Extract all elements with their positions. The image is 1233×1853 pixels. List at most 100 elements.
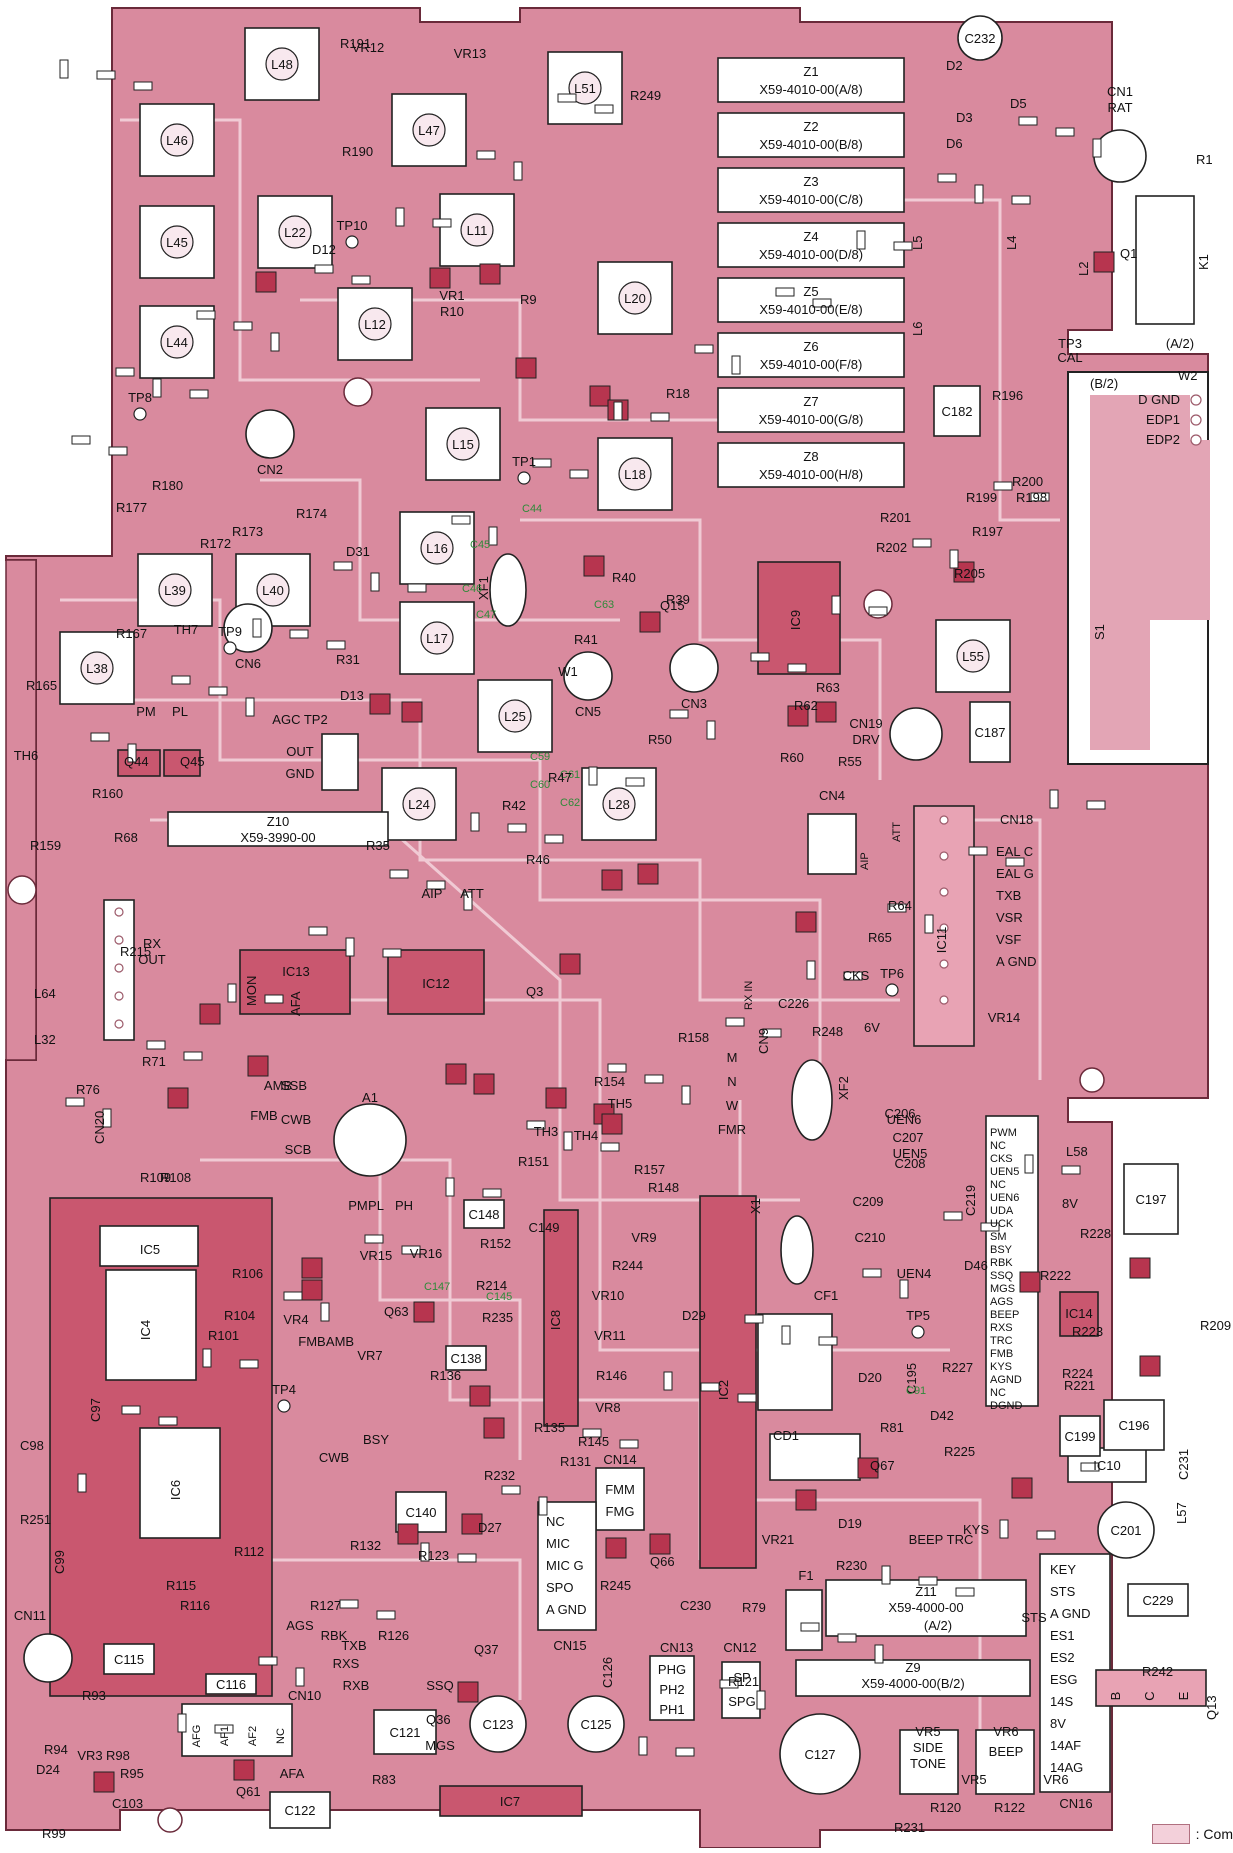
cap-label: C197 bbox=[1135, 1192, 1166, 1207]
smd-passive bbox=[600, 1142, 620, 1152]
cks-label: CKS bbox=[843, 968, 870, 983]
pin-column-label: CKS bbox=[990, 1153, 1013, 1165]
smd-passive bbox=[1092, 138, 1102, 158]
inductor-label: L39 bbox=[164, 583, 186, 598]
misc-silk-label: RXS bbox=[333, 1656, 360, 1671]
smd-component bbox=[1093, 251, 1115, 273]
smd-passive bbox=[420, 1542, 430, 1562]
smd-component bbox=[167, 1087, 189, 1109]
ic8-chip bbox=[543, 1209, 579, 1427]
resistor-label: R64 bbox=[888, 898, 912, 913]
inductor-label: L25 bbox=[504, 709, 526, 724]
smd-passive bbox=[557, 93, 577, 103]
rx-out-label: OUT bbox=[138, 952, 166, 967]
vr6-label: VR6 bbox=[993, 1724, 1018, 1739]
smd-passive bbox=[177, 1713, 187, 1733]
misc-silk-label: CWB bbox=[319, 1450, 349, 1465]
legend: : Com bbox=[1151, 1824, 1233, 1844]
misc-silk-label: FMB bbox=[298, 1334, 325, 1349]
smd-passive bbox=[544, 834, 564, 844]
cn1-name: RAT bbox=[1107, 100, 1132, 115]
pin-column-label: AGND bbox=[990, 1374, 1022, 1386]
smd-passive bbox=[974, 184, 984, 204]
smd-passive bbox=[899, 1279, 909, 1299]
filter-part: X59-4010-00(C/8) bbox=[759, 192, 863, 207]
smd-passive bbox=[812, 298, 832, 308]
smd-passive bbox=[401, 1245, 421, 1255]
inductor-core bbox=[956, 639, 990, 673]
vr-label: VR4 bbox=[283, 1312, 308, 1327]
electrolytic-cap bbox=[779, 1713, 861, 1795]
cn11-label: CN11 bbox=[14, 1608, 46, 1623]
smd-passive bbox=[800, 1622, 820, 1632]
cn12-label: CN12 bbox=[723, 1640, 756, 1655]
smd-passive bbox=[806, 960, 816, 980]
pin-column-label: RXS bbox=[990, 1322, 1013, 1334]
transistor-label: Q66 bbox=[650, 1554, 675, 1569]
cap-label: C148 bbox=[468, 1207, 499, 1222]
cap-label: C229 bbox=[1142, 1593, 1173, 1608]
resistor-label: R71 bbox=[142, 1054, 166, 1069]
smd-component bbox=[199, 1003, 221, 1025]
smd-passive bbox=[650, 412, 670, 422]
smd-passive bbox=[289, 629, 309, 639]
inductor-label: L64 bbox=[34, 986, 56, 1001]
pin-column-label: NC bbox=[990, 1179, 1006, 1191]
rx-in-label: RX IN bbox=[743, 981, 755, 1010]
smd-passive bbox=[1086, 800, 1106, 810]
rx-out-pad bbox=[114, 935, 124, 945]
smd-passive bbox=[980, 1222, 1000, 1232]
smd-passive bbox=[158, 1416, 178, 1426]
cd1-discriminator bbox=[769, 1433, 861, 1481]
smd-passive bbox=[856, 230, 866, 250]
test-point bbox=[517, 471, 531, 485]
w2-pin-label: D GND bbox=[1138, 392, 1180, 407]
smd-passive bbox=[488, 526, 498, 546]
rx-out-pad bbox=[114, 1019, 124, 1029]
smd-component bbox=[369, 693, 391, 715]
smd-passive bbox=[775, 287, 795, 297]
resistor-label: R65 bbox=[868, 930, 892, 945]
pin-column-label: UDA bbox=[990, 1205, 1014, 1217]
resistor-label: R108 bbox=[160, 1170, 191, 1185]
rx-out-label: RX bbox=[143, 936, 161, 951]
inductor-label: L2 bbox=[1076, 262, 1091, 276]
diode-label: D13 bbox=[340, 688, 364, 703]
smd-passive bbox=[843, 971, 863, 981]
resistor-label: R215 bbox=[120, 944, 151, 959]
smd-passive bbox=[463, 891, 473, 911]
pin-column-label: UEN5 bbox=[990, 1166, 1019, 1178]
resistor-label: R172 bbox=[200, 536, 231, 551]
diode-label: D27 bbox=[478, 1520, 502, 1535]
smd-passive bbox=[407, 583, 427, 593]
smd-passive bbox=[955, 1587, 975, 1597]
inductor-core bbox=[158, 573, 192, 607]
smd-passive bbox=[233, 321, 253, 331]
cn16-pin-label: 8V bbox=[1050, 1716, 1066, 1731]
cn16-pin-label: 14S bbox=[1050, 1694, 1073, 1709]
smd-passive bbox=[1018, 116, 1038, 126]
smd-component bbox=[601, 869, 623, 891]
smd-passive bbox=[968, 846, 988, 856]
cn4-connector bbox=[807, 813, 857, 875]
smd-passive bbox=[202, 1348, 212, 1368]
capacitor bbox=[463, 1199, 505, 1229]
ic12-label: IC12 bbox=[422, 976, 449, 991]
resistor-label: R201 bbox=[880, 510, 911, 525]
cn18-pad bbox=[939, 887, 949, 897]
cap-label: C123 bbox=[482, 1717, 513, 1732]
inductor-label: L45 bbox=[166, 235, 188, 250]
vr-label: VR21 bbox=[762, 1532, 795, 1547]
inductor-label: L16 bbox=[426, 541, 448, 556]
filter-z3 bbox=[717, 167, 905, 213]
inductor-label: L17 bbox=[426, 631, 448, 646]
resistor-label: R83 bbox=[372, 1772, 396, 1787]
misc-silk-label: TH6 bbox=[14, 748, 39, 763]
cap-label: C182 bbox=[941, 404, 972, 419]
ic14-label: IC14 bbox=[1065, 1306, 1092, 1321]
ic11-label: IC11 bbox=[934, 927, 949, 954]
inductor-label: L38 bbox=[86, 661, 108, 676]
ic5-chip bbox=[99, 1225, 199, 1267]
resistor-label: R136 bbox=[430, 1368, 461, 1383]
a1-buzzer bbox=[333, 1103, 407, 1177]
